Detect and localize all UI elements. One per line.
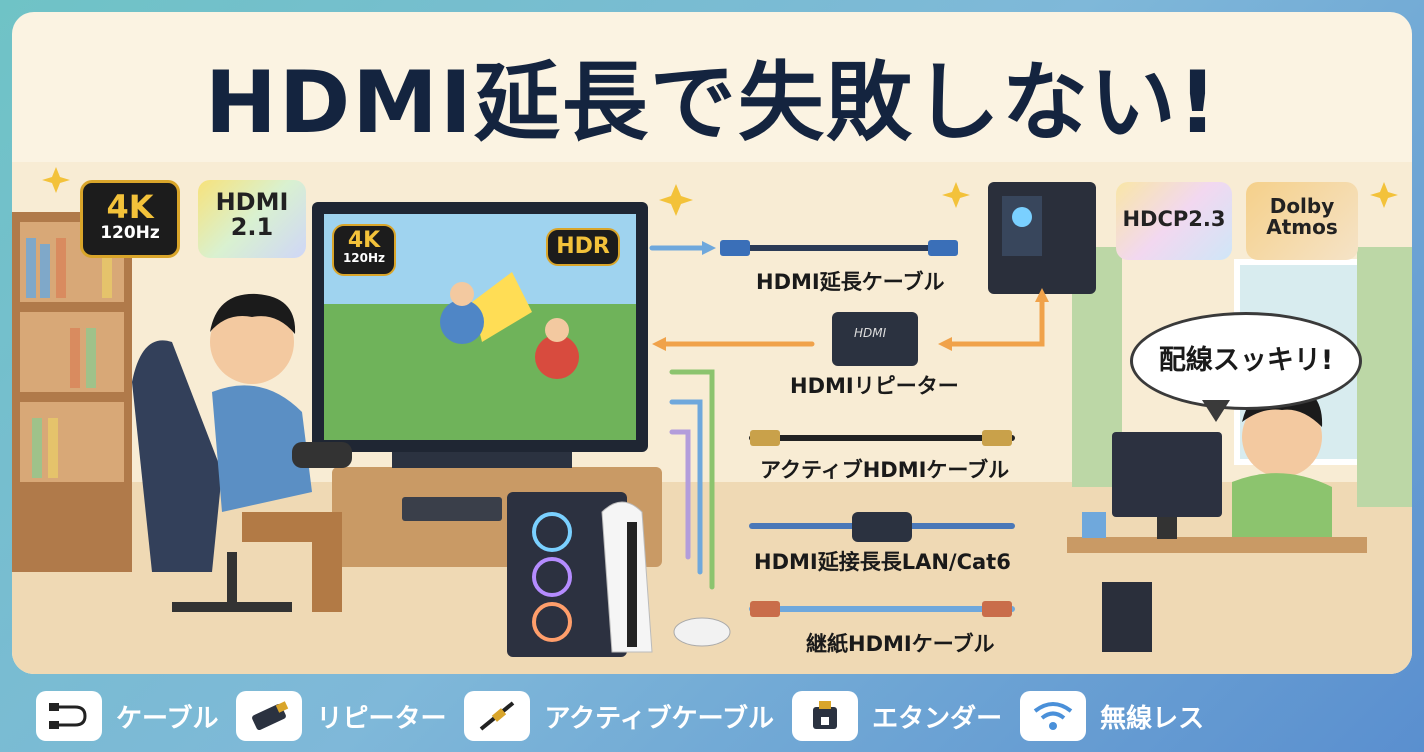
repeater-device-text: HDMI bbox=[854, 326, 887, 340]
extender-icon bbox=[792, 691, 859, 741]
gaming-pc-left bbox=[507, 492, 627, 657]
cable-items bbox=[720, 240, 1015, 617]
bookshelf bbox=[12, 212, 132, 572]
label-active-hdmi-cable: アクティブHDMIケーブル bbox=[760, 458, 1010, 482]
legend-label-extender: エタンダー bbox=[872, 703, 1003, 734]
legend-label-repeater: リピーター bbox=[316, 703, 447, 734]
connection-arrows bbox=[649, 241, 1049, 590]
legend-label-cable: ケーブル bbox=[116, 703, 219, 734]
legend-item-active-cable: アクティブケーブル bbox=[464, 691, 774, 741]
badge-dolby-label: Dolby bbox=[1269, 194, 1335, 218]
tv-badge-4k: 4K 120Hz bbox=[332, 224, 396, 276]
label-hdmi-repeater: HDMIリピーター bbox=[790, 374, 959, 398]
tv-badge-4k-label: 4K bbox=[347, 228, 381, 253]
badge-4k-120hz: 4K 120Hz bbox=[80, 180, 180, 258]
wifi-icon bbox=[1020, 691, 1087, 741]
badge-4k-label: 4K bbox=[106, 188, 154, 226]
cable-icon bbox=[36, 691, 102, 741]
badge-hdmi-label: HDMI bbox=[215, 188, 289, 216]
illustration-card: HDMI延長で失敗しない! 4K 120Hz HDMI 2.1 HDCP2.3 … bbox=[12, 12, 1412, 674]
desk-worker bbox=[1067, 383, 1367, 652]
active-cable-icon bbox=[464, 691, 531, 741]
badge-hdmi-version: 2.1 bbox=[230, 213, 274, 242]
console-white bbox=[601, 501, 731, 653]
badge-120hz-label: 120Hz bbox=[100, 222, 160, 243]
bottom-legend: ケーブル リピーター アクティブケーブル エタンダー 無線レス bbox=[0, 680, 1424, 752]
tv-badge-hdr: HDR bbox=[546, 228, 620, 266]
label-hdmi-extension-cable: HDMI延長ケーブル bbox=[756, 270, 945, 294]
tv-badge-120hz-label: 120Hz bbox=[342, 251, 386, 266]
speech-bubble-tail bbox=[1202, 400, 1230, 422]
repeater-icon bbox=[236, 691, 303, 741]
legend-item-repeater: リピーター bbox=[236, 691, 446, 741]
sparkles bbox=[42, 167, 1398, 216]
legend-item-cable: ケーブル bbox=[36, 691, 218, 741]
badge-hdcp: HDCP2.3 bbox=[1116, 182, 1232, 260]
game-console-box bbox=[402, 497, 502, 521]
badge-hdmi-21: HDMI 2.1 bbox=[198, 180, 306, 258]
badge-atmos-label: Atmos bbox=[1266, 215, 1338, 239]
speech-bubble: 配線スッキリ! bbox=[1130, 312, 1362, 410]
page-title: HDMI延長で失敗しない! bbox=[204, 53, 1220, 153]
gamer-on-chair bbox=[132, 293, 352, 612]
legend-item-wireless: 無線レス bbox=[1020, 691, 1204, 741]
gaming-pc-right bbox=[988, 182, 1096, 294]
label-hdmi-lan-cat6: HDMI延接長長LAN/Cat6 bbox=[754, 550, 1011, 574]
label-hdmi-cable-bottom: 継紙HDMIケーブル bbox=[806, 632, 995, 656]
badge-dolby-atmos: Dolby Atmos bbox=[1246, 182, 1358, 260]
legend-item-extender: エタンダー bbox=[792, 691, 1002, 741]
legend-label-wireless: 無線レス bbox=[1100, 703, 1205, 734]
legend-label-active-cable: アクティブケーブル bbox=[544, 703, 775, 734]
